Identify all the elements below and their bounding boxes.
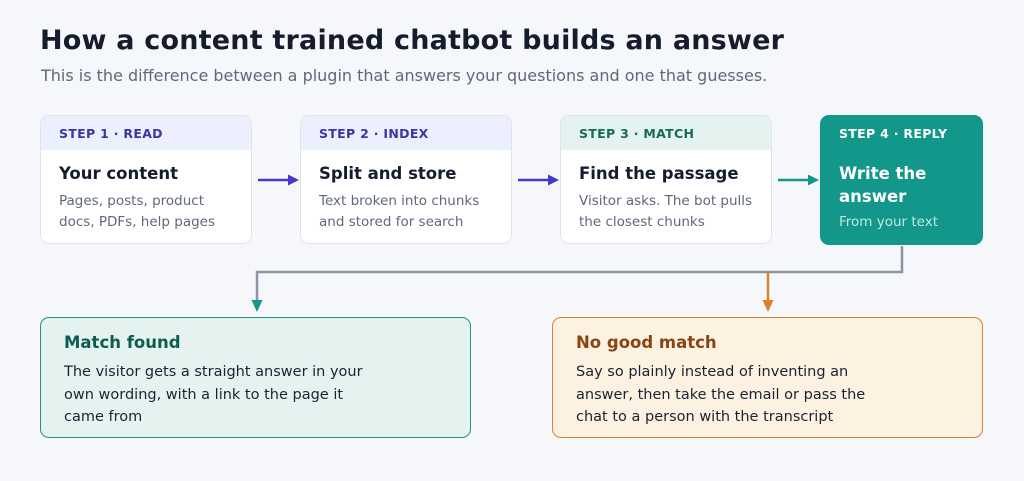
diagram-subtitle: This is the difference between a plugin … bbox=[41, 66, 768, 85]
arrow-step2-to-step3 bbox=[518, 174, 559, 186]
step-read-label: STEP 1 · READ bbox=[41, 116, 251, 150]
step-reply-desc: From your text bbox=[839, 214, 939, 230]
arrow-step1-to-step2 bbox=[258, 174, 299, 186]
step-reply-label: STEP 4 · REPLY bbox=[839, 126, 948, 141]
arrow-to-no-match bbox=[762, 300, 774, 312]
step-index-name: Split and store bbox=[319, 164, 457, 183]
step-index-card: STEP 2 · INDEX Split and store Text brok… bbox=[300, 115, 512, 244]
outcome-none-text: Say so plainly instead of inventing an a… bbox=[576, 364, 866, 425]
diagram-title: How a content trained chatbot builds an … bbox=[40, 25, 785, 56]
step-match-label: STEP 3 · MATCH bbox=[561, 116, 771, 150]
step-read-card: STEP 1 · READ Your content Pages, posts,… bbox=[40, 115, 252, 244]
outcome-none-title: No good match bbox=[576, 333, 717, 352]
step-index-desc: Text broken into chunks and stored for s… bbox=[319, 193, 480, 230]
arrow-step3-to-step4 bbox=[778, 174, 819, 186]
step-read-name: Your content bbox=[59, 164, 178, 183]
branch-connector-line bbox=[255, 246, 904, 300]
outcome-no-match: No good match Say so plainly instead of … bbox=[552, 317, 983, 438]
outcome-found-title: Match found bbox=[64, 333, 181, 352]
step-match-name: Find the passage bbox=[579, 164, 739, 183]
outcome-match-found: Match found The visitor gets a straight … bbox=[40, 317, 471, 438]
step-reply-card: STEP 4 · REPLY Write the answer From you… bbox=[820, 115, 983, 245]
step-match-desc: Visitor asks. The bot pulls the closest … bbox=[579, 193, 753, 230]
step-read-desc: Pages, posts, product docs, PDFs, help p… bbox=[59, 193, 216, 230]
step-index-label: STEP 2 · INDEX bbox=[301, 116, 511, 150]
step-match-card: STEP 3 · MATCH Find the passage Visitor … bbox=[560, 115, 772, 244]
arrow-to-match-found bbox=[251, 300, 263, 312]
outcome-found-text: The visitor gets a straight answer in yo… bbox=[64, 364, 363, 425]
step-reply-name: Write the answer bbox=[839, 164, 927, 206]
